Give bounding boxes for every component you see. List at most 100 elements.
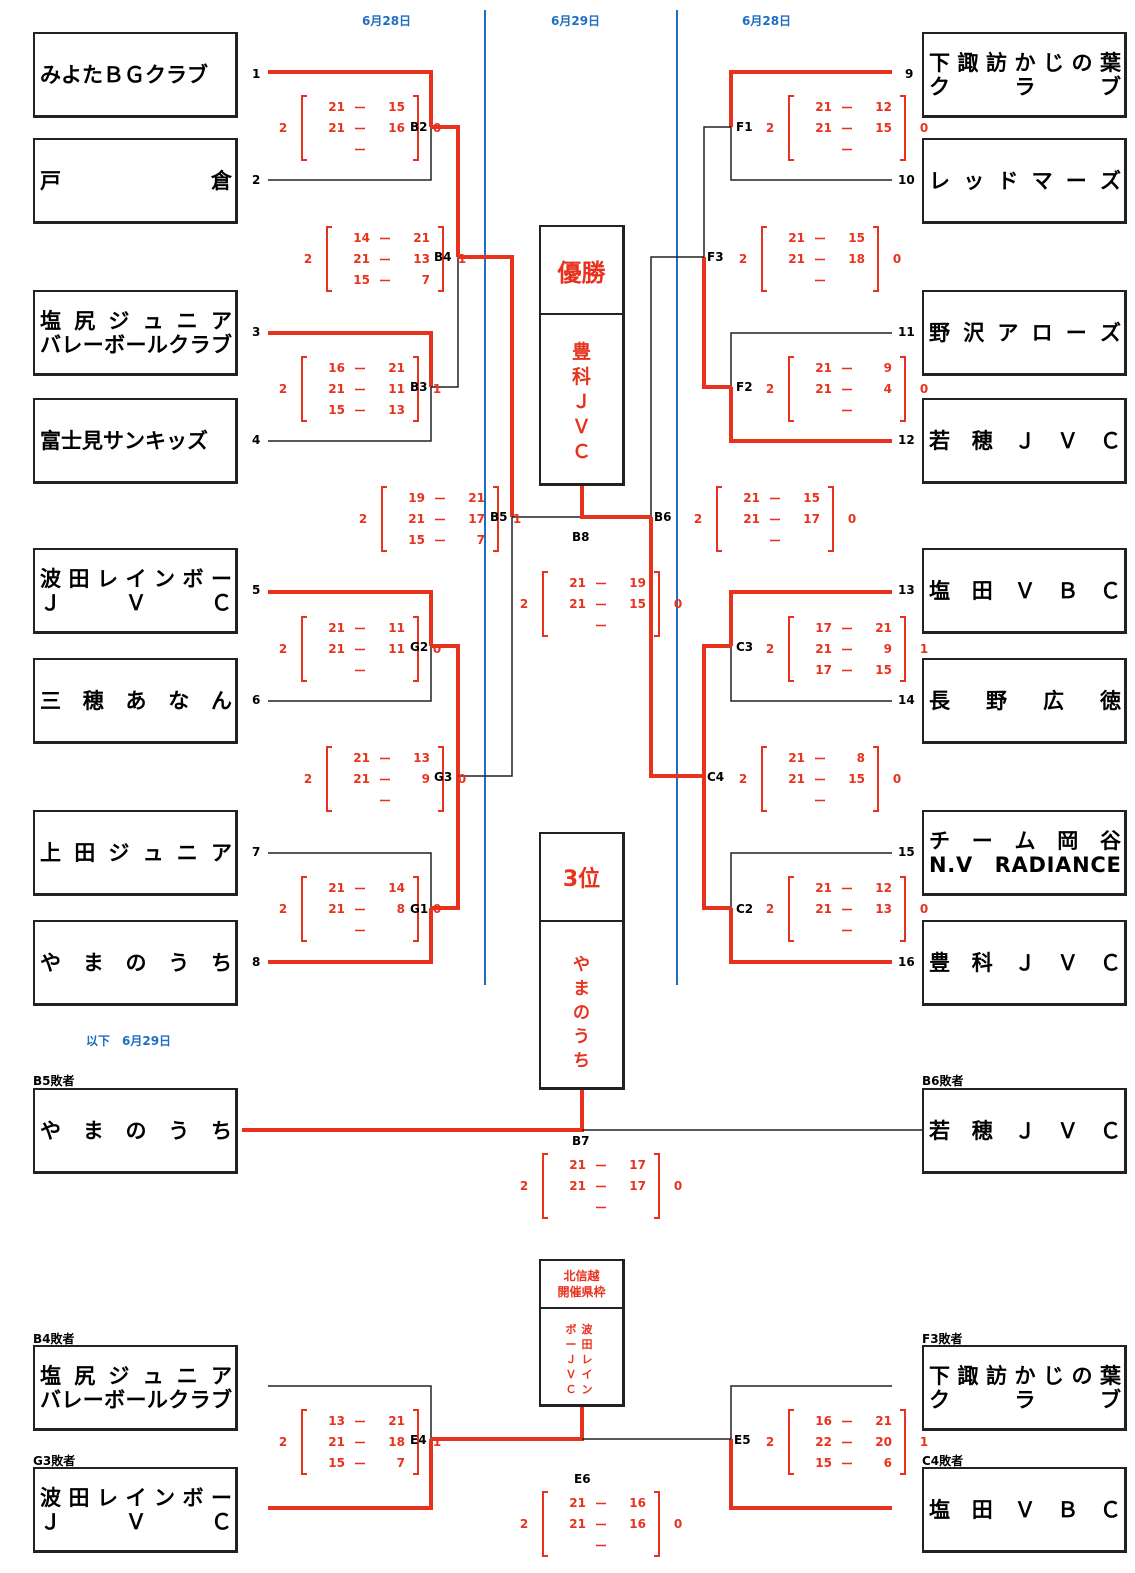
team-name-char: 戸 (40, 168, 61, 193)
set-score: ー (802, 139, 892, 159)
team-name-char: Ｖ (1014, 1497, 1036, 1522)
team-name-line: クラブ (929, 1388, 1121, 1412)
match-code-F1: F1 (736, 120, 753, 134)
bracket-mark (301, 876, 307, 942)
bracket-line (730, 127, 892, 181)
set-score-b: 7 (421, 273, 430, 287)
winner-line (431, 644, 460, 776)
bracket-mark (493, 486, 499, 552)
team-seed-number: 2 (252, 173, 261, 187)
sets-lost: 0 (919, 382, 929, 396)
bracket-mark (413, 1409, 419, 1475)
team-name-char: の (125, 1118, 147, 1143)
sets-lost: 0 (919, 902, 929, 916)
team-box-right-10: レッドマーズ (922, 138, 1127, 224)
set-dash: ー (353, 121, 366, 136)
team-name-char: ム (1014, 828, 1036, 853)
team-seed-number: 14 (898, 693, 915, 707)
set-score-a: 21 (328, 382, 345, 396)
set-dash: ー (378, 252, 391, 267)
bracket-mark (542, 571, 548, 637)
set-dash: ー (813, 751, 826, 766)
bracket-line (730, 1385, 892, 1439)
set-dash: ー (840, 1435, 853, 1450)
set-dash: ー (813, 273, 826, 288)
team-name-char: ボ (104, 332, 126, 357)
team-name-char: ラ (1014, 1387, 1036, 1412)
sets-lost: 0 (432, 642, 442, 656)
team-name-char: ー (211, 566, 232, 591)
set-score-a: 15 (815, 1456, 832, 1470)
sets-won: 2 (693, 512, 703, 526)
set-score-a: 16 (815, 1414, 832, 1428)
sets-lost: 0 (457, 772, 467, 786)
winner-line (268, 331, 433, 387)
team-name-line: 下諏訪かじの葉 (929, 51, 1121, 75)
team-name-char: ル (146, 1387, 168, 1412)
team-name-char: 葉 (1100, 50, 1121, 75)
set-score-a: 21 (328, 621, 345, 635)
bracket-mark (438, 226, 444, 292)
team-seed-number: 3 (252, 325, 261, 339)
match-code-G1: G1 (410, 902, 429, 916)
third-place-name-char: う (573, 1027, 590, 1047)
sets-won: 2 (519, 1517, 529, 1531)
set-score-b: 17 (629, 1179, 646, 1193)
team-name-char: Ｂ (1057, 578, 1079, 603)
set-dash: ー (813, 793, 826, 808)
set-score-b: 18 (848, 252, 865, 266)
set-score-b: 21 (875, 1414, 892, 1428)
set-score-a: 21 (788, 231, 805, 245)
set-score-a: 21 (569, 576, 586, 590)
set-score-b: 19 (629, 576, 646, 590)
team-name-line: やまのうち (40, 951, 232, 975)
champion-name-char: 科 (571, 366, 591, 388)
set-score-a: 21 (569, 597, 586, 611)
set-score: ー (775, 790, 865, 810)
bracket-mark (788, 616, 794, 682)
set-score-b: 13 (875, 902, 892, 916)
team-name-line: 波田レインボー (40, 1486, 232, 1510)
set-score-b: 15 (629, 597, 646, 611)
winner-line (702, 776, 731, 910)
set-score-b: 18 (388, 1435, 405, 1449)
team-name-char: じ (1043, 1363, 1064, 1388)
team-name-char: Ｖ (125, 1509, 147, 1534)
set-score-b: 9 (421, 772, 430, 786)
set-score-a: 21 (815, 100, 832, 114)
team-name-char: 沢 (963, 320, 985, 345)
sets-lost: 0 (673, 1517, 683, 1531)
team-name-char: ボ (182, 1485, 204, 1510)
team-seed-number: 10 (898, 173, 915, 187)
team-box-left-1: みよたＢＧクラブ (33, 32, 238, 118)
loser-label: G3敗者 (33, 1454, 76, 1468)
set-score-b: 16 (388, 121, 405, 135)
set-score-a: 21 (569, 1158, 586, 1172)
team-box-left-6: 三穂あなん (33, 658, 238, 744)
set-score-b: 16 (629, 1517, 646, 1531)
team-name-char: の (1071, 1363, 1093, 1388)
team-name-char: ズ (1099, 168, 1121, 193)
bracket-line (730, 332, 892, 387)
set-dash: ー (813, 772, 826, 787)
team-seed-number: 6 (252, 693, 261, 707)
set-dash: ー (378, 273, 391, 288)
team-seed-number: 13 (898, 583, 915, 597)
sets-lost: 0 (673, 1179, 683, 1193)
team-name-char: Ｊ (1014, 428, 1036, 453)
loser-label: C4敗者 (922, 1454, 964, 1468)
team-name-char: Ｊ (40, 590, 61, 615)
